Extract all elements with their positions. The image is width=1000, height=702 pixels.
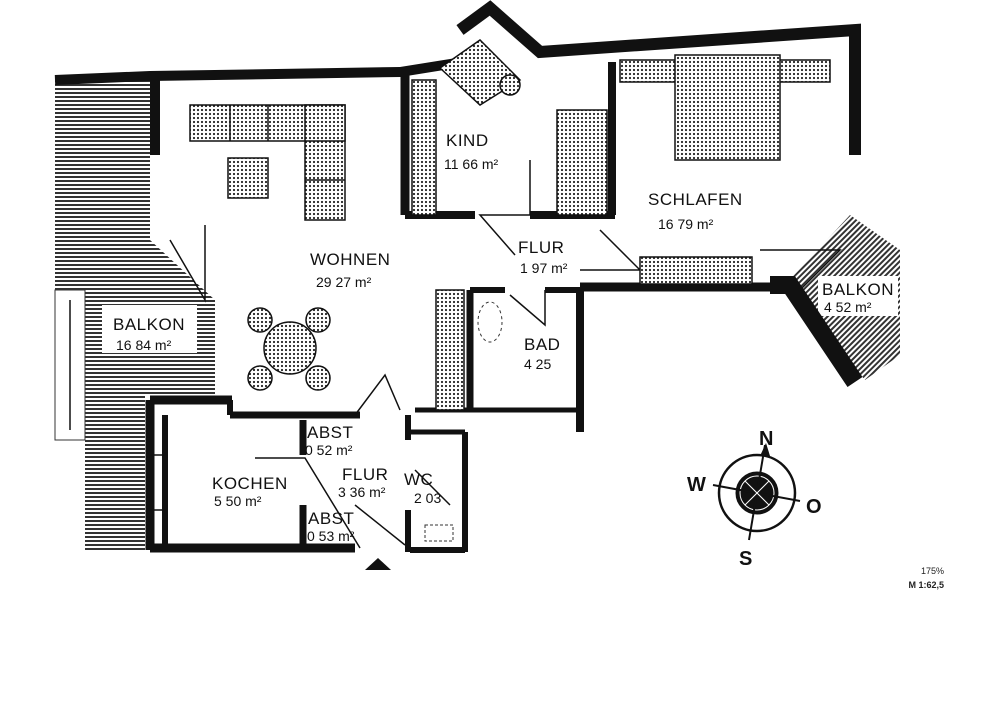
room-name-schlafen: SCHLAFEN [648, 190, 743, 209]
room-labels: WOHNEN 29 27 m² KIND 11 66 m² SCHLAFEN 1… [113, 131, 894, 544]
room-area-bad: 4 25 [524, 356, 551, 372]
room-name-kochen: KOCHEN [212, 474, 288, 493]
room-area-schlafen: 16 79 m² [658, 216, 714, 232]
room-area-abst-bottom: 0 53 m² [307, 528, 355, 544]
compass-south: S [739, 548, 752, 570]
compass-rose: N S W O [687, 428, 822, 570]
entrance-marker [365, 558, 391, 570]
room-name-wohnen: WOHNEN [310, 250, 390, 269]
balcony-right [785, 215, 900, 380]
room-name-wc: WC [404, 470, 433, 489]
room-name-balkon-right: BALKON [822, 280, 894, 299]
room-name-abst-bottom: ABST [308, 509, 354, 528]
room-area-wc: 2 03 [414, 490, 441, 506]
room-area-wohnen: 29 27 m² [316, 274, 372, 290]
compass-north: N [759, 428, 773, 450]
room-area-flur-top: 1 97 m² [520, 260, 568, 276]
room-name-bad: BAD [524, 335, 560, 354]
room-area-balkon-right: 4 52 m² [824, 299, 872, 315]
furniture [189, 39, 831, 411]
room-area-balkon-left: 16 84 m² [116, 337, 172, 353]
compass-west: W [687, 474, 706, 496]
room-name-kind: KIND [446, 131, 489, 150]
toilet-icon [424, 524, 454, 542]
door-swings [69, 160, 842, 549]
room-area-abst-top: 0 52 m² [305, 442, 353, 458]
room-name-flur-bottom: FLUR [342, 465, 388, 484]
sink-icon [477, 301, 503, 343]
walls [54, 0, 863, 553]
room-name-flur-top: FLUR [518, 238, 564, 257]
room-area-kind: 11 66 m² [444, 156, 499, 172]
scale-ratio: M 1:62,5 [908, 580, 944, 590]
room-name-balkon-left: BALKON [113, 315, 185, 334]
room-area-kochen: 5 50 m² [214, 493, 262, 509]
room-name-abst-top: ABST [307, 423, 353, 442]
compass-east: O [806, 496, 822, 518]
room-area-flur-bottom: 3 36 m² [338, 484, 386, 500]
zoom-level: 175% [920, 566, 944, 576]
